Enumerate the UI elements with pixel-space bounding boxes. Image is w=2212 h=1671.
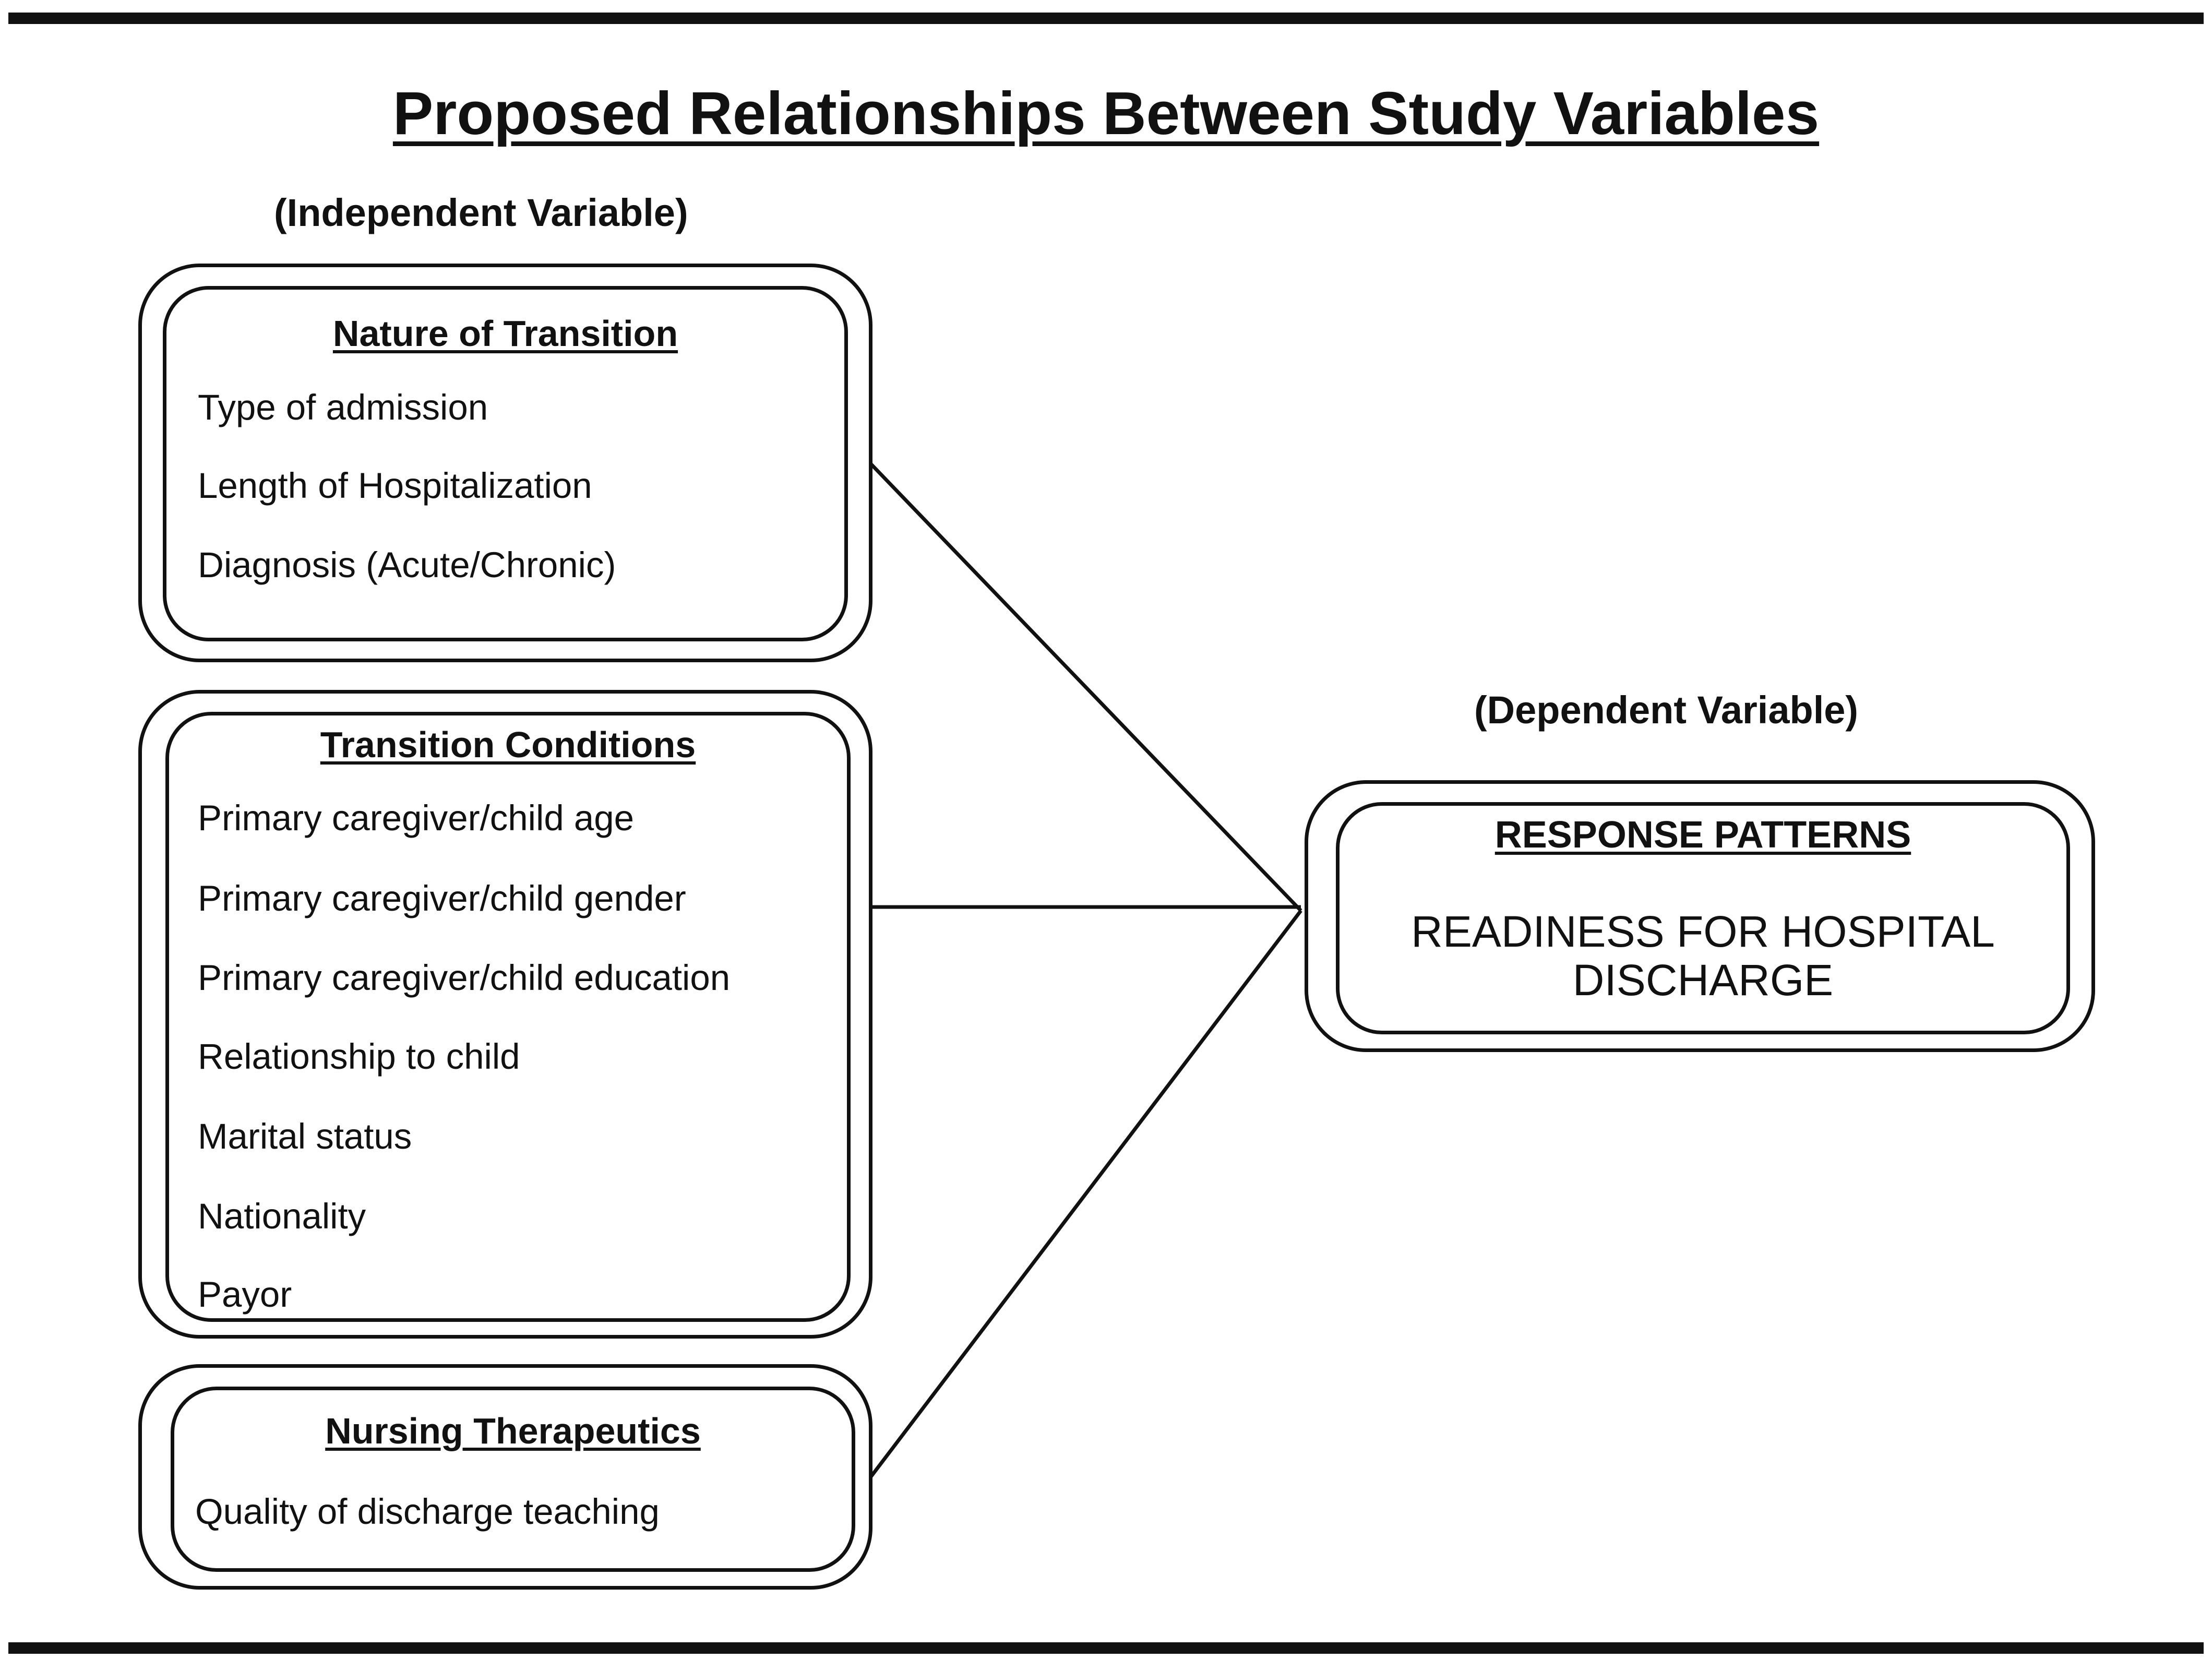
list-item: Quality of discharge teaching (195, 1491, 660, 1532)
readiness-for-discharge-line2: DISCHARGE (1572, 956, 1834, 1005)
connector-therapeutics (869, 909, 1302, 1479)
bottom-rule (8, 1642, 2204, 1654)
list-item: Diagnosis (Acute/Chronic) (198, 545, 616, 585)
independent-variable-label: (Independent Variable) (274, 191, 688, 234)
list-item: Primary caregiver/child gender (198, 878, 686, 918)
diagram-title: Proposed Relationships Between Study Var… (392, 79, 1820, 147)
list-item: Nationality (198, 1196, 366, 1236)
transition-conditions-inner: Transition Conditions Primary caregiver/… (165, 712, 851, 1322)
list-item: Relationship to child (198, 1036, 520, 1077)
list-item: Primary caregiver/child age (198, 798, 634, 838)
connector-nature (869, 462, 1302, 912)
response-patterns-title: RESPONSE PATTERNS (1494, 814, 1911, 856)
readiness-for-discharge-line1: READINESS FOR HOSPITAL (1411, 907, 1995, 956)
nature-of-transition-inner: Nature of Transition Type of admission L… (163, 286, 848, 641)
top-rule (8, 13, 2204, 24)
nursing-therapeutics-inner: Nursing Therapeutics Quality of discharg… (171, 1387, 855, 1572)
response-patterns-box: RESPONSE PATTERNS READINESS FOR HOSPITAL… (1305, 780, 2095, 1052)
response-patterns-inner: RESPONSE PATTERNS READINESS FOR HOSPITAL… (1336, 802, 2070, 1034)
nature-of-transition-box: Nature of Transition Type of admission L… (138, 264, 872, 662)
transition-conditions-box: Transition Conditions Primary caregiver/… (138, 690, 872, 1339)
nursing-therapeutics-box: Nursing Therapeutics Quality of discharg… (138, 1364, 872, 1590)
dependent-variable-label: (Dependent Variable) (1474, 688, 1859, 732)
list-item: Length of Hospitalization (198, 466, 592, 506)
nature-of-transition-title: Nature of Transition (332, 313, 678, 354)
list-item: Marital status (198, 1116, 412, 1156)
transition-conditions-title: Transition Conditions (320, 724, 696, 765)
list-item: Primary caregiver/child education (198, 958, 731, 998)
list-item: Payor (198, 1274, 292, 1315)
nursing-therapeutics-title: Nursing Therapeutics (325, 1411, 701, 1451)
list-item: Type of admission (198, 387, 488, 427)
